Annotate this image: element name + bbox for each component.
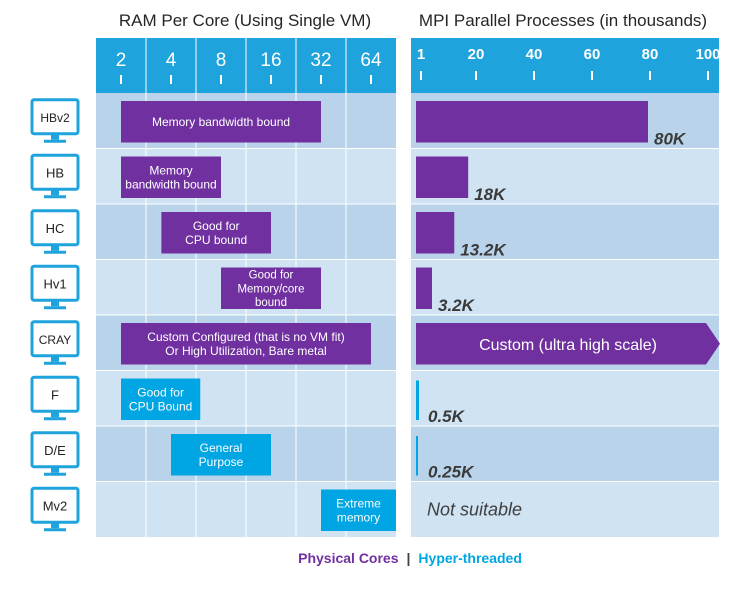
mpi-tick-label: 100 — [695, 46, 720, 63]
monitor-neck — [51, 412, 59, 418]
monitor-screen — [30, 98, 80, 136]
mpi-tick-label: 40 — [526, 46, 543, 63]
ram-chart-title: RAM Per Core (Using Single VM) — [119, 11, 371, 30]
mpi-value-bar — [416, 156, 469, 198]
vm-monitor-icon: HC — [30, 209, 80, 254]
vm-monitor-icon: CRAY — [30, 320, 80, 365]
vm-name-label: F — [51, 387, 59, 402]
ram-tick-label: 4 — [166, 50, 177, 71]
ram-range-bar — [121, 323, 371, 365]
monitor-stand — [44, 528, 66, 532]
monitor-stand — [44, 250, 66, 254]
monitor-screen — [30, 486, 80, 524]
mpi-custom-arrow — [416, 323, 720, 365]
legend-separator: | — [406, 550, 411, 566]
vm-name-label: HC — [46, 221, 65, 236]
monitor-neck — [51, 190, 59, 196]
legend-hyper-threaded: Hyper-threaded — [418, 550, 522, 566]
vm-monitor-icon: HB — [30, 153, 80, 199]
vm-name-label: D/E — [44, 443, 66, 458]
monitor-neck — [51, 523, 59, 529]
mpi-tick-label: 60 — [584, 46, 601, 63]
monitor-stand — [44, 472, 66, 476]
chart-legend: Physical Cores | Hyper-threaded — [0, 550, 740, 566]
ram-range-bar — [171, 434, 271, 476]
monitor-stand — [44, 306, 66, 310]
mpi-row-band — [411, 259, 719, 315]
monitor-stand — [44, 195, 66, 199]
mpi-value-bar — [416, 212, 455, 254]
vm-monitor-icon: F — [30, 375, 80, 421]
mpi-row-band — [411, 204, 719, 260]
ram-tick-label: 8 — [216, 50, 227, 71]
ram-range-bar — [161, 212, 271, 254]
mpi-chart-title: MPI Parallel Processes (in thousands) — [419, 11, 707, 30]
mpi-value-label: 3.2K — [438, 296, 476, 315]
monitor-screen — [30, 209, 80, 247]
mpi-value-label: 18K — [474, 185, 507, 204]
vm-name-label: HBv2 — [40, 111, 70, 125]
monitor-screen — [30, 264, 80, 302]
mpi-tick-label: 1 — [417, 46, 425, 63]
monitor-neck — [51, 245, 59, 251]
mpi-row-band — [411, 481, 719, 537]
mpi-axis-header — [411, 38, 719, 93]
monitor-screen — [30, 431, 80, 469]
vm-name-label: Mv2 — [43, 498, 68, 513]
mpi-value-label: 0.5K — [428, 407, 466, 426]
vm-name-label: CRAY — [39, 333, 71, 347]
monitor-stand — [44, 139, 66, 143]
mpi-value-label: 80K — [654, 130, 687, 149]
mpi-row-band — [411, 426, 719, 482]
mpi-value-bar — [416, 101, 648, 143]
monitor-neck — [51, 467, 59, 473]
vm-monitor-icon: D/E — [30, 431, 80, 476]
mpi-value-bar — [416, 436, 418, 476]
ram-range-bar — [121, 378, 201, 420]
monitor-neck — [51, 134, 59, 140]
mpi-tick-label: 20 — [468, 46, 485, 63]
vm-monitor-icon: Mv2 — [30, 486, 80, 532]
vm-name-label: HB — [46, 165, 64, 180]
ram-range-label: Custom Configured (that is no VM fit)Or … — [147, 330, 344, 358]
ram-range-bar — [121, 101, 321, 143]
monitor-stand — [44, 361, 66, 365]
vm-monitor-icon: Hv1 — [30, 264, 80, 310]
monitor-screen — [30, 320, 80, 358]
monitor-screen — [30, 375, 80, 413]
monitor-neck — [51, 301, 59, 307]
monitor-neck — [51, 356, 59, 362]
ram-range-bar — [321, 489, 396, 531]
mpi-value-bar — [416, 380, 419, 420]
mpi-tick-label: 80 — [642, 46, 659, 63]
ram-tick-label: 2 — [116, 50, 127, 71]
ram-tick-label: 32 — [310, 50, 331, 71]
mpi-chart-panel: 1 20 40 60 80 100 80K 18K 13.2K 3.2K 0.5K 0.25K Cust… — [411, 38, 721, 537]
ram-tick-label: 16 — [260, 50, 281, 71]
ram-tick-label: 64 — [360, 50, 382, 71]
mpi-value-label: 0.25K — [428, 463, 475, 482]
ram-range-bar — [221, 267, 321, 309]
mpi-value-bar — [416, 267, 432, 309]
ram-range-bar — [121, 156, 221, 198]
monitor-stand — [44, 417, 66, 421]
mpi-not-suitable-label: Not suitable — [427, 499, 522, 519]
ram-range-label: Memory bandwidth bound — [152, 115, 290, 129]
vm-name-label: Hv1 — [43, 276, 66, 291]
mpi-row-band — [411, 370, 719, 426]
mpi-custom-label: Custom (ultra high scale) — [479, 337, 657, 354]
monitor-screen — [30, 153, 80, 191]
mpi-value-label: 13.2K — [460, 241, 507, 260]
vm-monitor-icon: HBv2 — [30, 98, 80, 143]
legend-physical-cores: Physical Cores — [298, 550, 399, 566]
